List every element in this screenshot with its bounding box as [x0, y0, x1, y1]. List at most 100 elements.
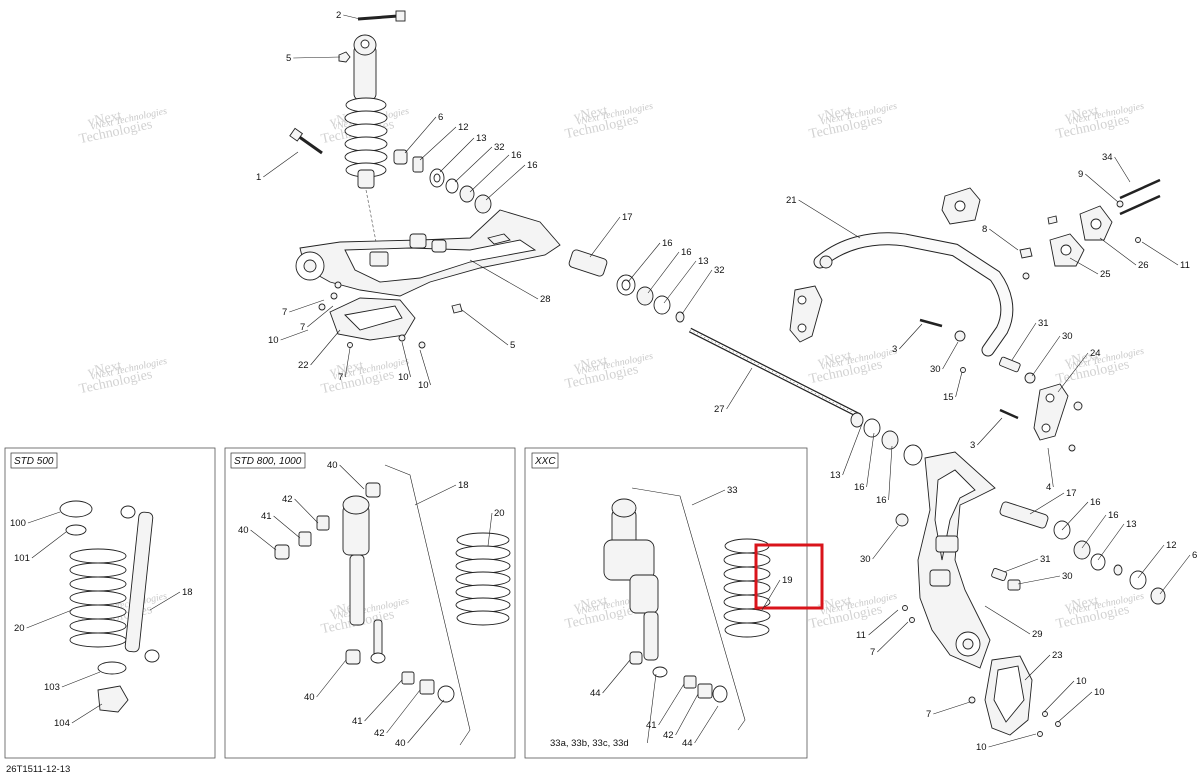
- middle-bushings: [616, 274, 685, 323]
- std800-shock: [274, 464, 511, 746]
- svg-text:STD 500: STD 500: [14, 456, 54, 467]
- callout-label: 29: [1032, 629, 1043, 640]
- callout-label: 20: [14, 623, 25, 634]
- callout-leader-main-14: [469, 259, 539, 300]
- callout-label: 101: [14, 553, 30, 564]
- callout-label: 17: [1066, 488, 1077, 499]
- drawing-reference: 26T1511-12-13: [6, 764, 70, 775]
- std500-shock: [59, 500, 160, 713]
- std800-spring: [455, 532, 511, 626]
- callout-label: 33: [727, 485, 738, 496]
- callout-leader-main-44: [1081, 514, 1107, 549]
- highlight-box-19: [754, 543, 824, 610]
- callout-leader-std500-5: [71, 703, 103, 724]
- front-shock-assembly: [289, 10, 406, 253]
- callout-label: 6: [1192, 550, 1197, 561]
- callout-label: 13: [1126, 519, 1137, 530]
- callout-label: 41: [352, 716, 363, 727]
- watermark-line1: vNext: [1063, 593, 1100, 615]
- callout-label: 33a, 33b, 33c, 33d: [550, 738, 629, 749]
- callout-leader-main-51: [868, 609, 899, 636]
- front-skid-plate: [329, 297, 426, 349]
- callout-label: 12: [458, 122, 469, 133]
- callout-leader-main-58: [988, 733, 1037, 748]
- callout-label: 7: [926, 709, 931, 720]
- callout-leader-std500-3: [149, 591, 181, 611]
- callout-leader-main-15: [461, 309, 509, 346]
- watermark-line1: vNext: [816, 348, 853, 370]
- callout-leader-main-52: [877, 621, 909, 653]
- callout-label: 16: [527, 160, 538, 171]
- bolts-3: [919, 318, 1036, 420]
- callout-label: 31: [1040, 554, 1051, 565]
- callout-leader-std800-9: [407, 699, 445, 744]
- callout-label: 10: [976, 742, 987, 753]
- callout-leader-main-43: [1061, 501, 1089, 531]
- callout-label: 6: [438, 112, 443, 123]
- callout-label: 16: [854, 482, 865, 493]
- callout-label: 21: [786, 195, 797, 206]
- callout-label: 44: [590, 688, 601, 699]
- callout-label: 104: [54, 718, 70, 729]
- callout-leader-main-48: [872, 525, 899, 560]
- callout-label: 32: [714, 265, 725, 276]
- callout-label: 3: [892, 344, 897, 355]
- watermark-line1: vNext: [1063, 103, 1100, 125]
- callout-label: 2: [336, 10, 341, 21]
- inset-std500-title: STD 500: [10, 452, 58, 469]
- callout-leader-main-32: [942, 341, 959, 370]
- callout-label: 42: [374, 728, 385, 739]
- callout-leader-std800-1: [294, 498, 319, 524]
- callout-label: 9: [1078, 169, 1083, 180]
- callout-label: 10: [268, 335, 279, 346]
- callout-label: 16: [1108, 510, 1119, 521]
- callout-leader-main-13: [681, 269, 713, 315]
- callout-leader-main-4: [419, 126, 457, 161]
- callout-leader-main-2: [263, 151, 299, 178]
- callout-leader-std800-5: [487, 512, 493, 547]
- callout-label: 17: [622, 212, 633, 223]
- watermark-line1: vNext: [816, 593, 853, 615]
- callout-label: 10: [398, 372, 409, 383]
- callout-label: 23: [1052, 650, 1063, 661]
- callout-leader-std800-2: [273, 515, 301, 539]
- callout-leader-main-56: [1043, 680, 1075, 713]
- callout-label: 10: [1094, 687, 1105, 698]
- callout-leader-main-34: [1031, 335, 1061, 377]
- callout-label: 42: [282, 494, 293, 505]
- callout-label: 16: [511, 150, 522, 161]
- callout-label: 1: [256, 172, 261, 183]
- callout-leader-main-23: [726, 367, 753, 410]
- callout-label: 3: [970, 440, 975, 451]
- callout-label: 30: [1062, 331, 1073, 342]
- callout-leader-main-3: [404, 116, 437, 154]
- callout-leader-main-54: [1024, 654, 1051, 681]
- callout-leader-main-21: [401, 341, 411, 378]
- callout-leader-main-20: [345, 347, 351, 378]
- callout-leader-main-35: [1057, 352, 1089, 393]
- callout-leader-std500-2: [26, 609, 73, 629]
- callout-leader-xxc-2: [602, 659, 631, 694]
- callout-leader-main-37: [977, 417, 1003, 446]
- inset-std500-frame: [4, 447, 216, 759]
- callout-leader-main-42: [1029, 492, 1065, 515]
- callout-label: 27: [714, 404, 725, 415]
- callout-leader-main-5: [439, 137, 475, 173]
- callout-label: 24: [1090, 348, 1101, 359]
- callout-label: 44: [682, 738, 693, 749]
- callout-leader-main-50: [1017, 575, 1061, 585]
- callout-label: 8: [982, 224, 987, 235]
- callout-leader-main-7: [469, 154, 510, 193]
- callout-leader-main-0: [343, 14, 361, 20]
- callout-leader-main-28: [1099, 237, 1137, 266]
- callout-label: 30: [1062, 571, 1073, 582]
- callout-label: 13: [476, 133, 487, 144]
- svg-text:STD 800, 1000: STD 800, 1000: [234, 456, 302, 467]
- callout-leader-main-55: [933, 701, 971, 715]
- callout-label: 15: [943, 392, 954, 403]
- callout-leader-main-12: [663, 260, 697, 304]
- callout-label: 40: [327, 460, 338, 471]
